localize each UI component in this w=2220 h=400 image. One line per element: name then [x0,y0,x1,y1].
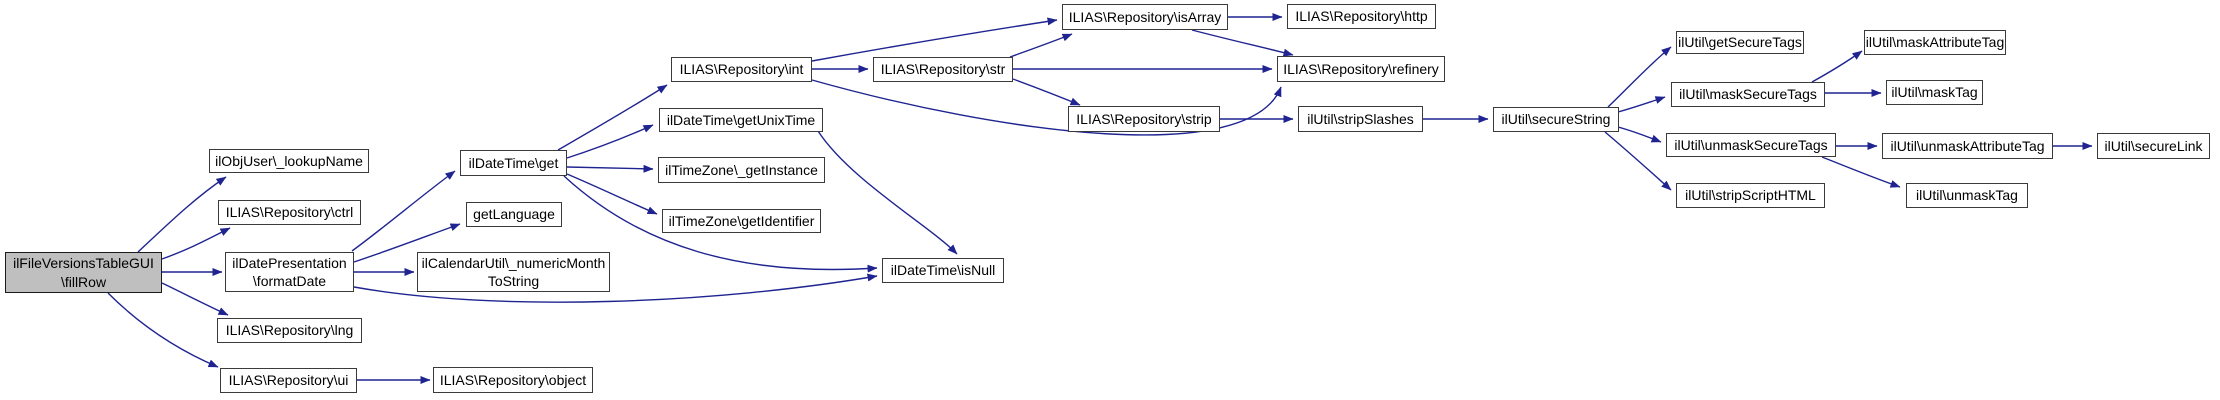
edge-int-to-isarray [811,17,1058,62]
edge-formatdate-to-isnull [353,273,878,303]
node-numericmonthtostring[interactable]: ilCalendarUtil\_numericMonth ToString [417,252,610,292]
edge-get-to-isnull [563,175,878,273]
edge-securestring-to-stripscripthtml [1604,131,1672,191]
node-int[interactable]: ILIAS\Repository\int [671,57,812,82]
node-unmasktag[interactable]: ilUtil\unmaskTag [1906,183,2028,208]
node-get[interactable]: ilDateTime\get [460,150,567,176]
node-maskattributetag[interactable]: ilUtil\maskAttributeTag [1864,30,2006,55]
node-strip[interactable]: ILIAS\Repository\strip [1068,106,1220,132]
node-securestring[interactable]: ilUtil\secureString [1493,107,1619,132]
node-masktag[interactable]: ilUtil\maskTag [1886,80,1983,105]
node-isnull[interactable]: ilDateTime\isNull [882,258,1004,283]
node-masksecuretags[interactable]: ilUtil\maskSecureTags [1671,82,1825,107]
edge-str-to-isarray [1009,33,1073,58]
edge-formatdate-to-get [351,170,456,252]
node-securelink[interactable]: ilUtil\secureLink [2097,133,2210,159]
edge-fillrow-to-lng [161,282,229,316]
edge-fillrow-to-ctrl [161,227,231,260]
node-fillrow: ilFileVersionsTableGUI \fillRow [5,252,162,293]
node-stripscripthtml[interactable]: ilUtil\stripScriptHTML [1676,183,1825,208]
node-unmaskattributetag[interactable]: ilUtil\unmaskAttributeTag [1882,133,2053,159]
node-formatdate[interactable]: ilDatePresentation \formatDate [225,252,354,292]
edge-formatdate-to-getlanguage [353,223,461,263]
edge-masksecuretags-to-maskattributetag [1811,50,1863,83]
edge-getunixtime-to-isnull [817,130,958,255]
node-unmasksecuretags[interactable]: ilUtil\unmaskSecureTags [1666,133,1836,157]
node-isarray[interactable]: ILIAS\Repository\isArray [1062,4,1228,30]
edge-get-to-getidentifier [566,173,658,215]
edge-securestring-to-masksecuretags [1617,96,1666,113]
edge-fillrow-to-lookupname [137,176,227,253]
edge-securestring-to-unmasksecuretags [1617,126,1662,143]
edge-str-to-strip [1012,78,1081,106]
edge-isarray-to-refinery [1191,29,1294,57]
node-lng[interactable]: ILIAS\Repository\lng [217,318,362,343]
node-getlanguage[interactable]: getLanguage [466,202,562,227]
edge-int-to-refinery [811,79,1282,136]
edge-fillrow-to-ui [107,292,219,368]
node-http[interactable]: ILIAS\Repository\http [1287,4,1436,29]
node-object[interactable]: ILIAS\Repository\object [433,367,593,393]
node-getinstance[interactable]: ilTimeZone\_getInstance [658,157,825,183]
edge-get-to-getinstance [566,164,654,173]
node-ctrl[interactable]: ILIAS\Repository\ctrl [218,200,361,225]
node-getsecuretags[interactable]: ilUtil\getSecureTags [1676,31,1804,54]
node-getidentifier[interactable]: ilTimeZone\getIdentifier [662,209,821,233]
node-str[interactable]: ILIAS\Repository\str [873,57,1013,82]
node-ui[interactable]: ILIAS\Repository\ui [220,368,357,393]
edge-get-to-int [557,84,668,151]
edge-get-to-getunixtime [566,124,654,159]
node-lookupname[interactable]: ilObjUser\_lookupName [209,149,369,173]
node-getunixtime[interactable]: ilDateTime\getUnixTime [659,108,823,132]
edge-securestring-to-getsecuretags [1607,46,1672,108]
node-refinery[interactable]: ILIAS\Repository\refinery [1277,56,1445,82]
edge-unmasksecuretags-to-unmasktag [1821,156,1901,188]
node-stripslashes[interactable]: ilUtil\stripSlashes [1298,106,1423,132]
